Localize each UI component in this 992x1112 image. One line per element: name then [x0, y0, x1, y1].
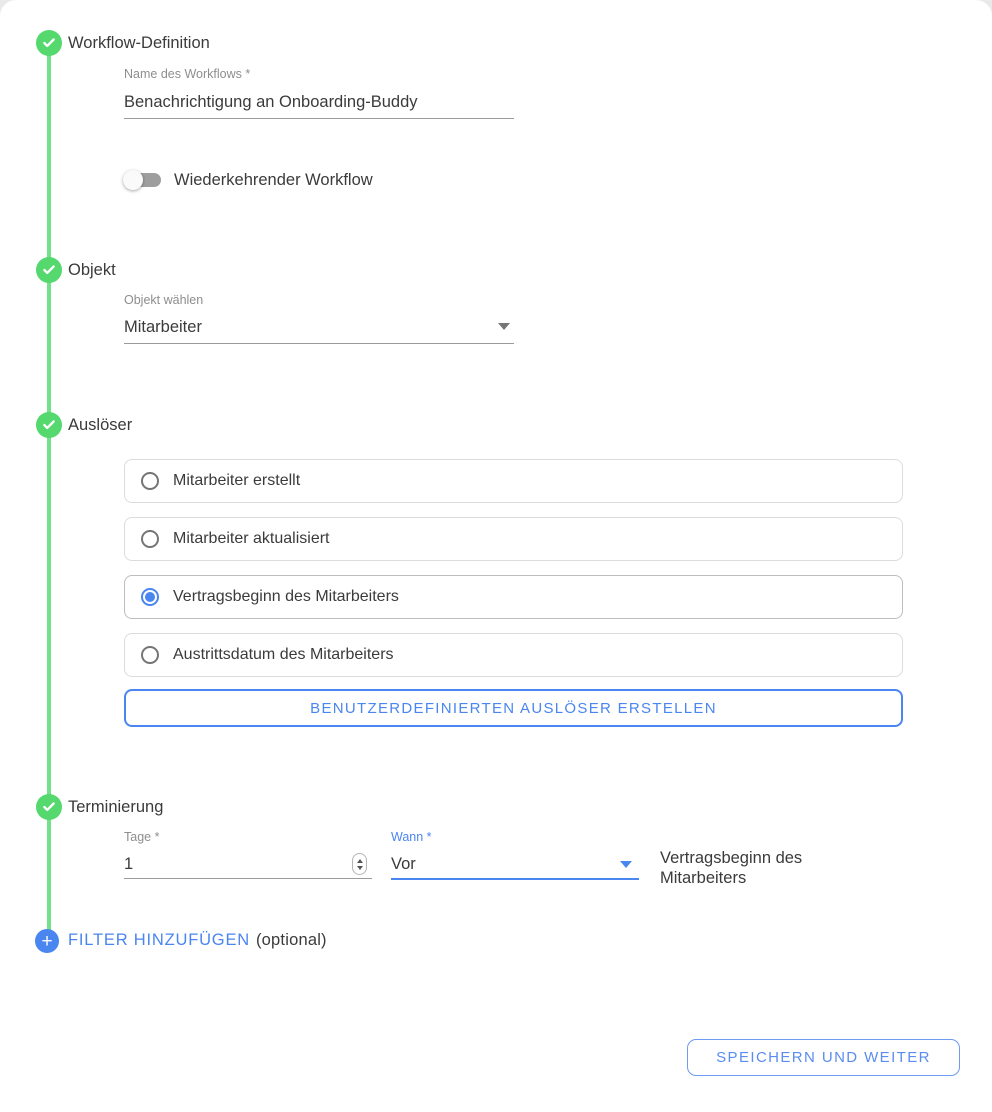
trigger-option-label: Mitarbeiter erstellt: [173, 472, 301, 489]
section-title-terminierung: Terminierung: [68, 798, 164, 816]
stepper-down-icon[interactable]: [356, 865, 363, 870]
workflow-name-input[interactable]: Benachrichtigung an Onboarding-Buddy: [124, 93, 418, 111]
when-select[interactable]: Vor: [391, 855, 416, 873]
stepper-rail: [47, 43, 51, 941]
trigger-option-vertragsbeginn[interactable]: Vertragsbeginn des Mitarbeiters: [124, 575, 903, 619]
radio-unchecked-icon[interactable]: [141, 646, 159, 664]
check-icon: [43, 38, 55, 48]
workflow-name-underline: [124, 118, 514, 119]
chevron-down-icon[interactable]: [620, 861, 632, 868]
trigger-reference-text: Vertragsbeginn des Mitarbeiters: [660, 849, 803, 887]
add-filter-optional-label: (optional): [255, 931, 327, 949]
add-filter-label: FILTER HINZUFÜGEN: [68, 931, 250, 949]
trigger-option-austrittsdatum[interactable]: Austrittsdatum des Mitarbeiters: [124, 633, 903, 677]
workflow-name-label: Name des Workflows *: [124, 67, 251, 81]
when-underline: [391, 878, 639, 880]
trigger-option-label: Mitarbeiter aktualisiert: [173, 530, 330, 547]
toggle-knob[interactable]: [123, 170, 143, 190]
chevron-down-icon[interactable]: [498, 323, 510, 330]
number-stepper[interactable]: [352, 853, 367, 875]
when-label: Wann *: [391, 830, 432, 844]
save-and-continue-button[interactable]: SPEICHERN UND WEITER: [687, 1039, 960, 1076]
trigger-option-label: Austrittsdatum des Mitarbeiters: [173, 646, 394, 663]
check-icon: [43, 802, 55, 812]
check-icon: [43, 265, 55, 275]
days-input[interactable]: 1: [124, 855, 134, 873]
recurring-workflow-toggle[interactable]: [123, 170, 161, 190]
create-custom-trigger-button[interactable]: BENUTZERDEFINIERTEN AUSLÖSER ERSTELLEN: [124, 689, 903, 727]
days-underline: [124, 878, 372, 879]
radio-checked-icon[interactable]: [141, 588, 159, 606]
check-icon: [43, 420, 55, 430]
radio-unchecked-icon[interactable]: [141, 472, 159, 490]
stepper-up-icon[interactable]: [356, 858, 363, 863]
radio-unchecked-icon[interactable]: [141, 530, 159, 548]
recurring-workflow-label: Wiederkehrender Workflow: [174, 171, 373, 189]
step-complete-icon: [36, 30, 62, 56]
section-title-workflow-definition: Workflow-Definition: [68, 34, 210, 52]
step-complete-icon: [36, 412, 62, 438]
object-select[interactable]: Mitarbeiter: [124, 318, 202, 336]
step-complete-icon: [36, 257, 62, 283]
object-select-underline: [124, 343, 514, 344]
add-filter-plus-icon[interactable]: +: [35, 929, 59, 953]
trigger-option-mitarbeiter-aktualisiert[interactable]: Mitarbeiter aktualisiert: [124, 517, 903, 561]
section-title-objekt: Objekt: [68, 261, 116, 279]
section-title-ausloeser: Auslöser: [68, 416, 133, 434]
trigger-option-mitarbeiter-erstellt[interactable]: Mitarbeiter erstellt: [124, 459, 903, 503]
add-filter-link[interactable]: FILTER HINZUFÜGEN (optional): [68, 931, 327, 950]
object-select-label: Objekt wählen: [124, 293, 204, 307]
plus-glyph: +: [41, 930, 53, 952]
trigger-option-label: Vertragsbeginn des Mitarbeiters: [173, 588, 399, 605]
step-complete-icon: [36, 794, 62, 820]
days-label: Tage *: [124, 830, 160, 844]
radio-dot: [145, 592, 155, 602]
